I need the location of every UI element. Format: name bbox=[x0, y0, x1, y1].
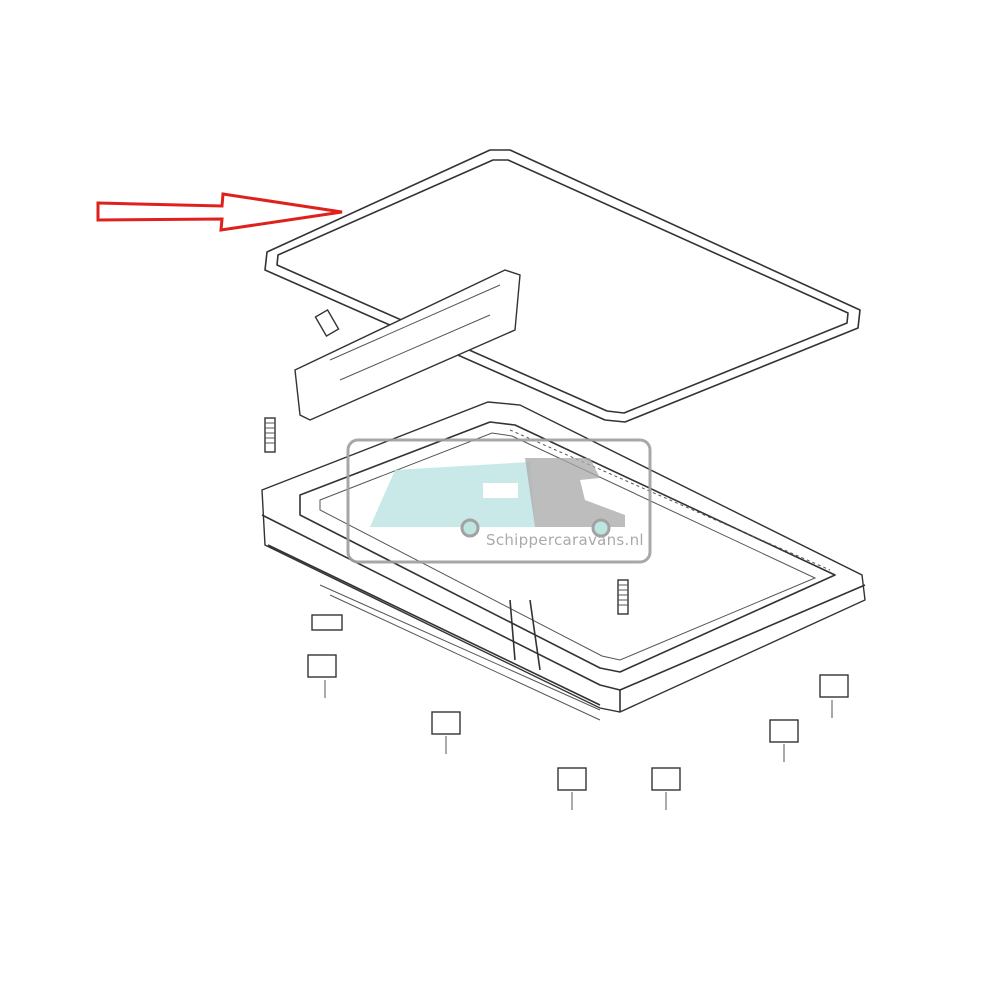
spring-left bbox=[264, 417, 276, 453]
caravan-icon bbox=[370, 462, 535, 527]
gasket-seal bbox=[264, 149, 861, 423]
mounting-clips bbox=[307, 614, 849, 810]
watermark-logo bbox=[346, 438, 652, 564]
watermark-text: Schippercaravans.nl bbox=[486, 531, 644, 549]
spring-right bbox=[617, 579, 629, 615]
hinge-bracket bbox=[294, 269, 521, 421]
arrow-right-icon bbox=[96, 192, 343, 232]
camper-icon bbox=[525, 458, 625, 527]
